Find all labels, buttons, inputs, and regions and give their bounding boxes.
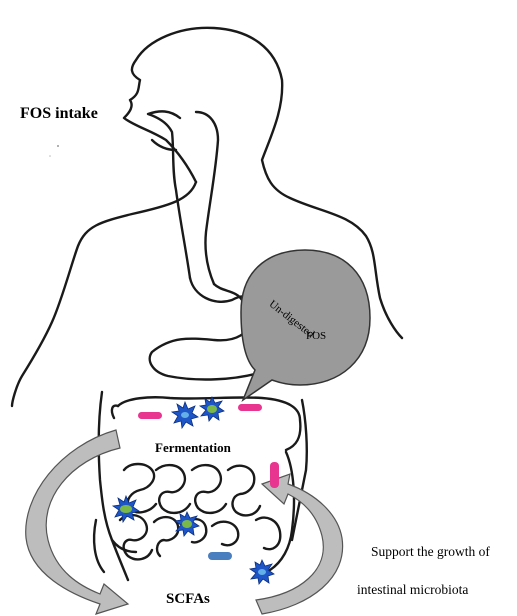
fos-intake-label: FOS intake [20,105,98,123]
bacteria-rod-icon [238,404,262,411]
speck [49,155,51,157]
support-growth-label: Support the growth of [371,544,490,560]
bacteria-spiky-icon [250,560,274,584]
bacteria-rod-icon [208,552,232,560]
speck [57,145,59,147]
curved-arrow-left-icon [26,430,128,614]
bacteria-spiky-icon [200,397,224,421]
bacteria-rod-icon [270,462,279,488]
scfas-label: SCFAs [166,591,210,608]
fos-label: FOS [306,330,326,342]
bacteria-spiky-icon [113,496,139,522]
curved-arrow-right-icon [256,474,343,614]
fermentation-label: Fermentation [155,440,231,456]
intestinal-microbiota-label: intestinal microbiota [357,582,468,598]
bacteria-rod-icon [138,412,162,419]
